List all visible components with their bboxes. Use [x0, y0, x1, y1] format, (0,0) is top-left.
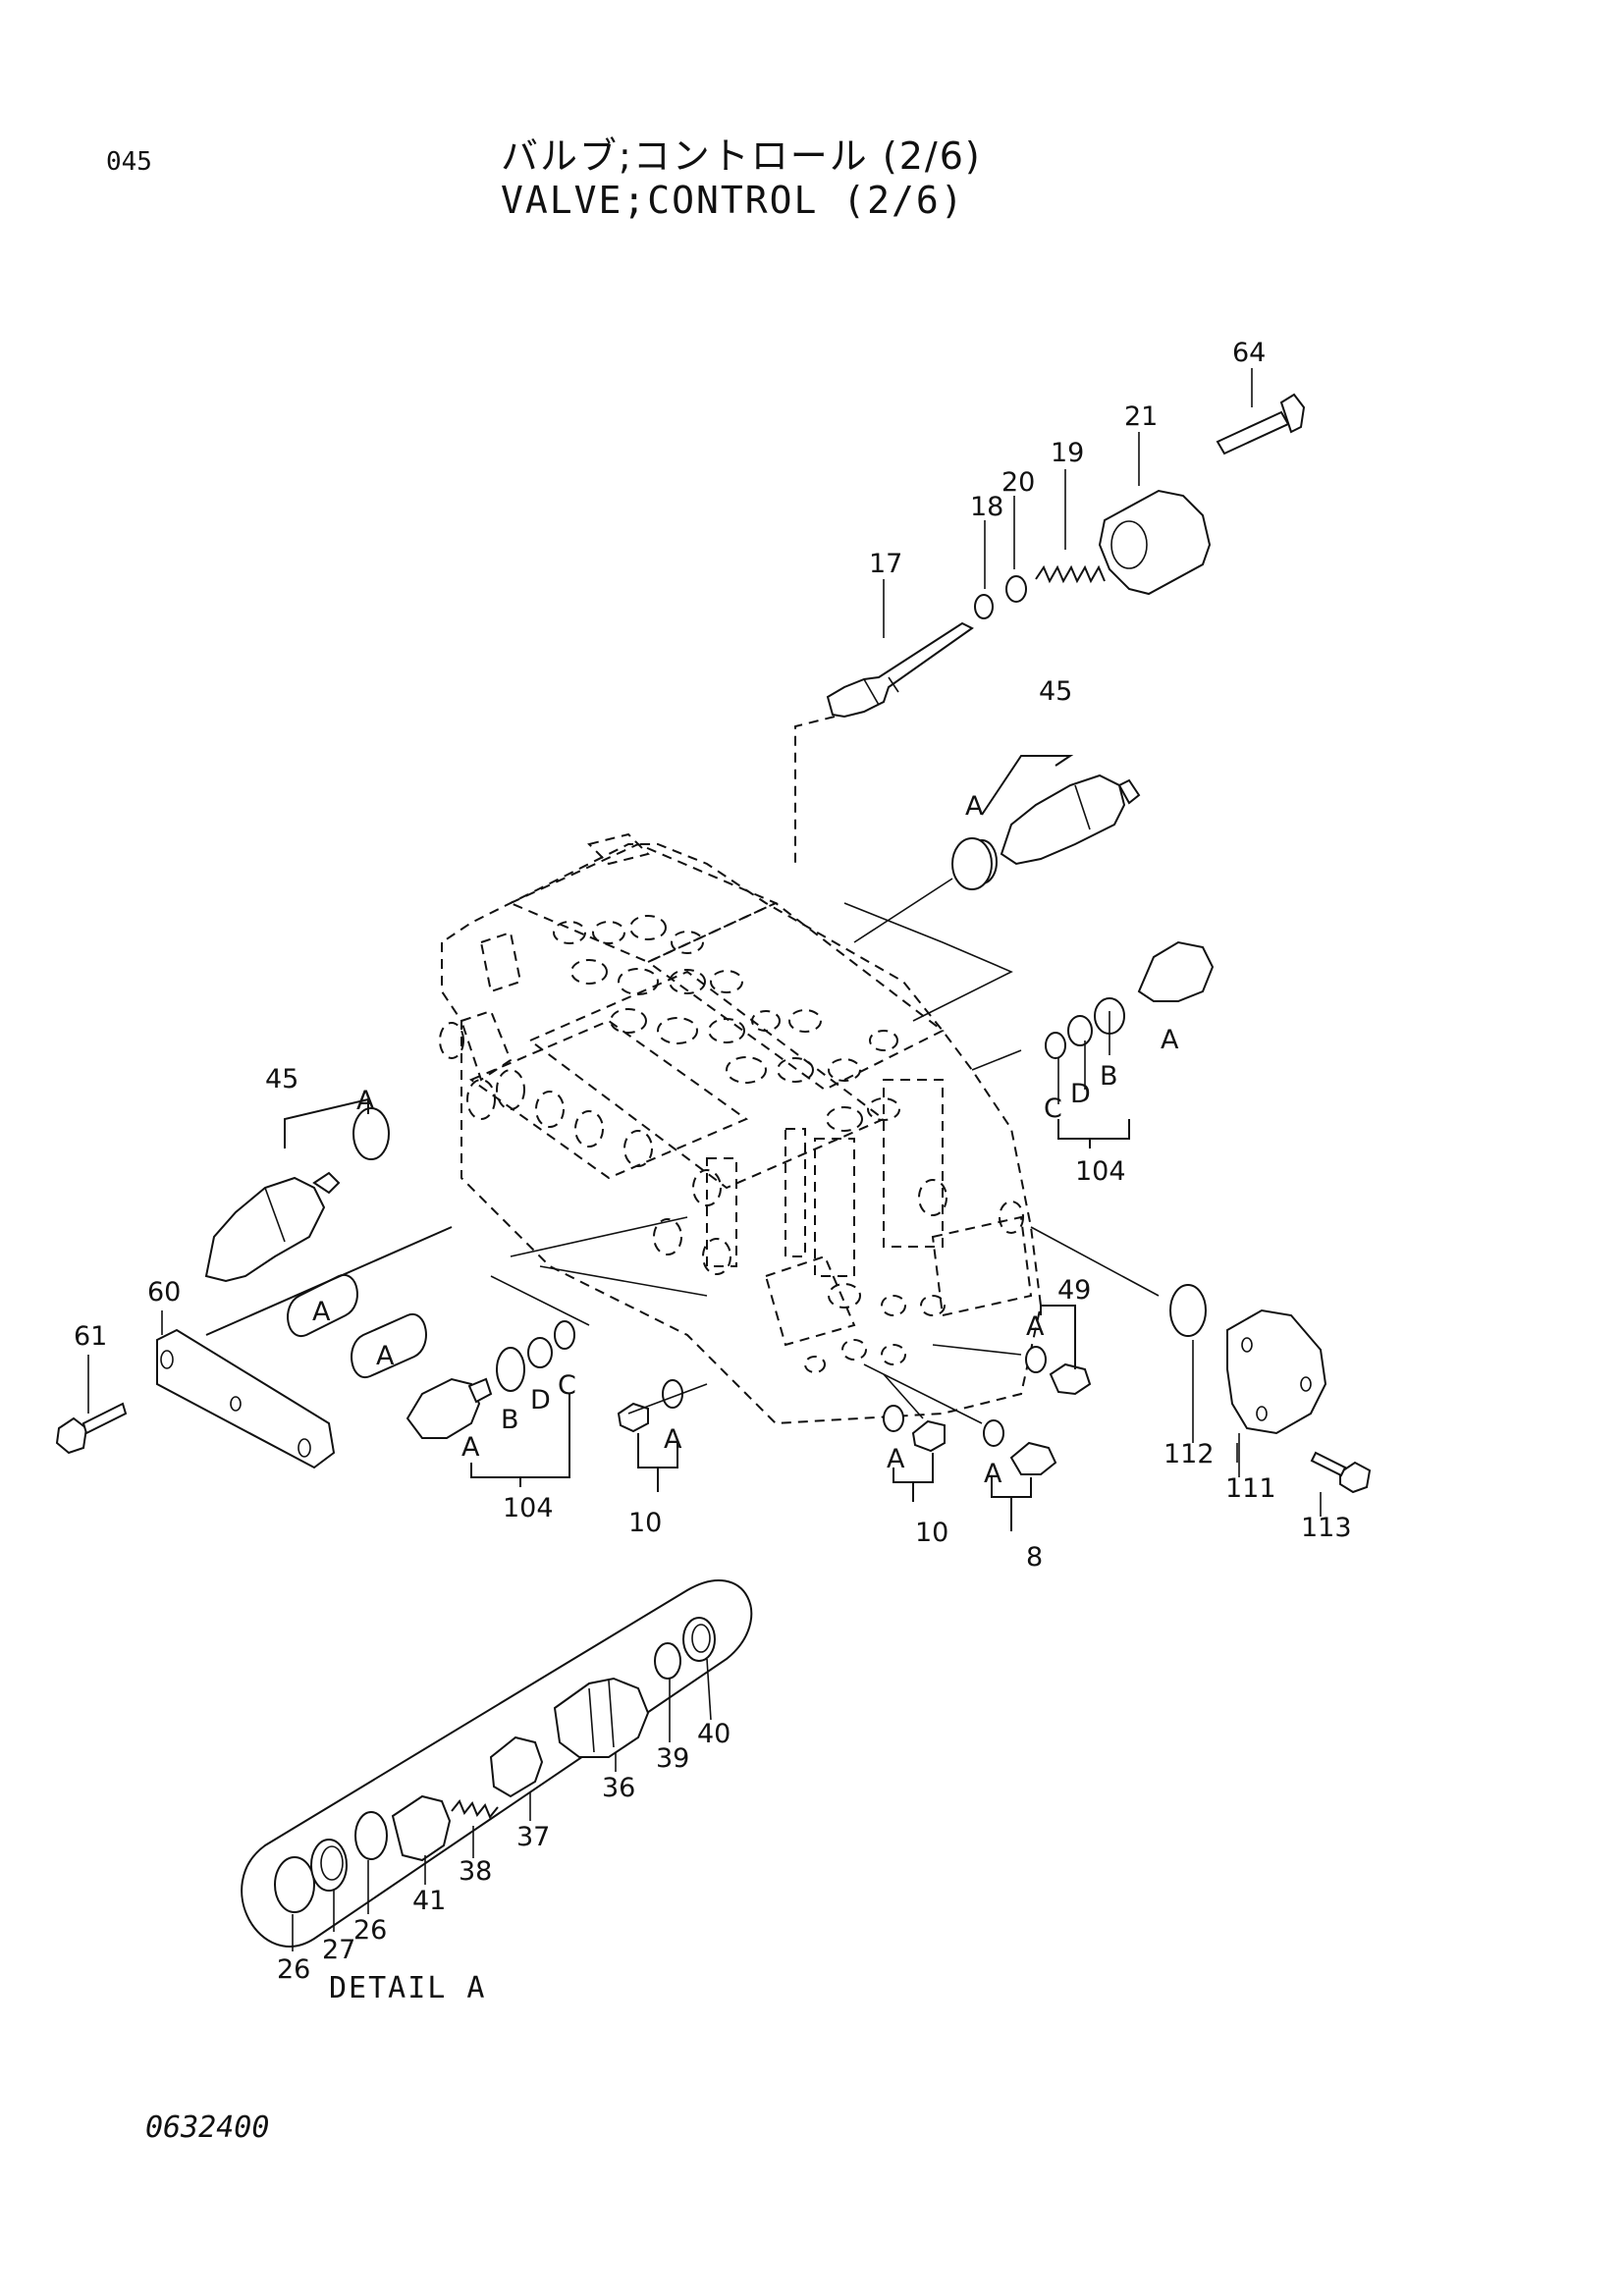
callout-26-a: 26: [277, 1954, 310, 1985]
leader-60-body: [205, 1226, 453, 1336]
callout-27: 27: [322, 1935, 355, 1965]
plug-10-left: [617, 1379, 683, 1433]
plug-10-right: [883, 1405, 946, 1453]
relief-valve-45-left: [204, 1171, 341, 1283]
detail-a-parts: [274, 1617, 716, 1913]
callout-19: 19: [1051, 438, 1084, 468]
spring-19: [1035, 564, 1106, 584]
callout-18: 18: [970, 492, 1003, 522]
oring-a-top: [951, 837, 993, 890]
leader-45-left: [284, 1097, 369, 1148]
callout-41: 41: [412, 1886, 446, 1916]
mark-d-left: D: [530, 1385, 551, 1415]
mark-a-plug-49: A: [1026, 1311, 1045, 1342]
relief-valve-45-top: [966, 774, 1141, 884]
bolt-61: [55, 1402, 128, 1455]
callout-38: 38: [459, 1856, 492, 1887]
callout-45-left: 45: [265, 1064, 298, 1095]
callout-111: 111: [1225, 1473, 1276, 1504]
ring-18: [974, 594, 994, 619]
callout-21: 21: [1124, 401, 1158, 432]
callout-60: 60: [147, 1277, 181, 1308]
page-number: 045: [106, 147, 152, 177]
callout-61: 61: [74, 1321, 107, 1352]
valve-body: [439, 832, 1043, 1425]
mark-c-left: C: [558, 1370, 576, 1401]
mark-d-right: D: [1070, 1079, 1091, 1109]
assembly-lines: [490, 878, 1238, 1463]
callout-39: 39: [656, 1743, 689, 1774]
mark-a-left-plug: A: [461, 1432, 480, 1463]
bracket-10-left: [637, 1433, 678, 1492]
mark-a-top: A: [965, 791, 984, 822]
callout-112: 112: [1163, 1439, 1215, 1469]
mark-a-plug-10-right: A: [887, 1444, 905, 1474]
detail-a-label: DETAIL A: [329, 1971, 487, 2005]
bracket-10-right: [893, 1453, 934, 1502]
bracket-104-left: [470, 1394, 570, 1487]
callout-64: 64: [1232, 338, 1266, 368]
mark-a-right: A: [1161, 1025, 1179, 1055]
oring-112: [1169, 1284, 1207, 1337]
bracket-60: [156, 1328, 336, 1469]
bolt-64: [1216, 393, 1306, 455]
title-japanese: バルブ;コントロール (2/6): [501, 134, 982, 178]
balloon-a-1-text: A: [312, 1297, 331, 1327]
title-english: VALVE;CONTROL (2/6): [501, 179, 965, 222]
callout-10-right: 10: [915, 1518, 948, 1548]
plug-49: [1025, 1346, 1092, 1396]
leader-45-top: [981, 755, 1074, 816]
callout-45-top: 45: [1039, 676, 1072, 707]
plug-8: [983, 1419, 1057, 1475]
bracket-8: [991, 1477, 1032, 1531]
bolt-113: [1310, 1451, 1372, 1494]
bracket-49: [1040, 1305, 1076, 1369]
mark-c-right: C: [1044, 1094, 1062, 1124]
callout-37: 37: [516, 1822, 550, 1852]
mark-a-left: A: [356, 1086, 375, 1116]
callout-26-b: 26: [353, 1915, 387, 1946]
oring-a-left: [352, 1107, 390, 1160]
mark-a-plug-8: A: [984, 1459, 1002, 1489]
callout-10-left: 10: [628, 1508, 662, 1538]
bracket-104-right: [1057, 1119, 1130, 1148]
drawing-number: 0632400: [145, 2110, 270, 2145]
plug-104-left: [406, 1320, 575, 1439]
callout-20: 20: [1001, 467, 1035, 498]
callout-40: 40: [697, 1719, 730, 1749]
oring-20: [1005, 575, 1027, 603]
leader-17-body: [794, 716, 836, 864]
mark-a-plug-10-left: A: [664, 1424, 682, 1455]
callout-leaders: [87, 368, 1322, 1951]
spool-17: [826, 621, 974, 719]
cap-21: [1098, 489, 1212, 596]
balloon-a-2: [351, 1312, 427, 1379]
callout-104-left: 104: [503, 1493, 554, 1523]
callout-113: 113: [1301, 1513, 1352, 1543]
mark-b-right: B: [1100, 1061, 1118, 1092]
balloon-a-2-text: A: [376, 1341, 395, 1371]
callout-36: 36: [602, 1773, 635, 1803]
mark-b-left: B: [501, 1405, 519, 1435]
callout-49: 49: [1057, 1275, 1091, 1306]
detail-a-frame: [241, 1579, 753, 1948]
callout-8: 8: [1026, 1542, 1043, 1573]
plug-104-right: [1045, 940, 1215, 1059]
callout-104-right: 104: [1075, 1156, 1126, 1187]
callout-17: 17: [869, 549, 902, 579]
balloon-a-1: [287, 1273, 358, 1338]
cover-111: [1226, 1308, 1327, 1435]
